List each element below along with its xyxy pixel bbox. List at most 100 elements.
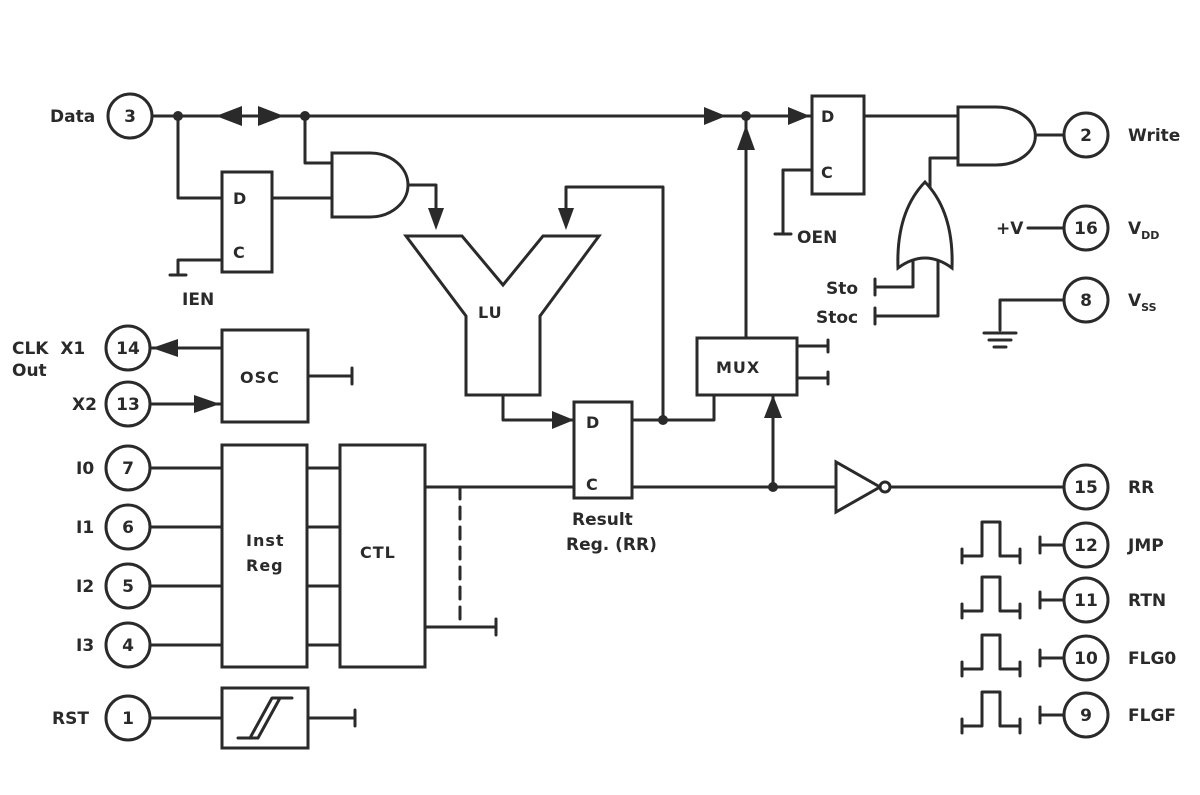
pin-7-number: 7: [122, 459, 134, 479]
pin-6-number: 6: [122, 518, 134, 538]
rr-ff-d: D: [586, 413, 600, 432]
pin-3-number: 3: [124, 107, 136, 127]
pulse-icon-rtn: [960, 575, 1022, 620]
ien-flip-flop: D C IEN: [182, 170, 274, 310]
pin-8-number: 8: [1080, 291, 1092, 311]
mux-label: MUX: [716, 358, 760, 377]
pin-7-label: I0: [76, 459, 94, 479]
sto-label: Sto: [826, 279, 858, 299]
pin-14-label: CLK X1: [12, 339, 85, 359]
pin-13-number: 13: [116, 395, 140, 415]
osc-label: OSC: [240, 368, 280, 387]
schmitt-trigger: [220, 686, 310, 750]
arrow-lu-to-rr: [552, 411, 574, 429]
pin-3-data: 3 Data: [50, 92, 154, 140]
pulse-icon-flgf: [960, 690, 1022, 735]
logic-unit: LU: [403, 234, 602, 397]
bidirectional-arrow-left: [216, 106, 242, 126]
pin-14-x1: 14 CLK X1 Out: [12, 324, 152, 381]
pin-16-label: VDD: [1128, 219, 1159, 242]
pin-14-label-out: Out: [12, 361, 47, 381]
pin-14-number: 14: [116, 339, 140, 359]
pulse-icons: [960, 520, 1022, 735]
pin-6-i1: 6 I1: [76, 503, 152, 551]
vdd-supply-label: +V: [996, 219, 1024, 239]
pin-15-number: 15: [1074, 478, 1098, 498]
oscillator: OSC: [220, 328, 310, 424]
pin-9-label: FLGF: [1128, 706, 1176, 726]
result-register: D C Result Reg. (RR): [566, 400, 657, 555]
rr-label-1: Result: [572, 510, 633, 530]
arrows: [152, 106, 810, 429]
pin-2-write: 2 Write: [1062, 111, 1180, 159]
pin-4-number: 4: [122, 636, 134, 656]
pin-13-x2: 13 X2: [72, 380, 152, 428]
oen-ff-c: C: [821, 163, 834, 182]
ien-ff-c: C: [233, 243, 246, 262]
pulse-icon-flg0: [960, 633, 1022, 678]
arrow-mux-up: [737, 125, 755, 150]
arrow-to-oen-ff: [788, 107, 810, 125]
pin-15-label: RR: [1128, 478, 1154, 498]
pin-5-label: I2: [76, 577, 94, 597]
pin-12-label: JMP: [1127, 536, 1164, 556]
pin-1-rst: 1 RST: [52, 694, 152, 742]
control-block: CTL: [338, 443, 427, 669]
pin-3-label: Data: [50, 107, 95, 127]
arrow-x2-to-osc: [194, 395, 220, 413]
pin-16-number: 16: [1074, 219, 1098, 239]
instruction-register: Inst Reg: [220, 443, 309, 669]
rr-ff-c: C: [586, 475, 599, 494]
pin-9-flgf: 9 FLGF: [1062, 691, 1176, 739]
pin-13-label: X2: [72, 395, 97, 415]
arrow-and-to-lu: [428, 208, 444, 230]
arrow-osc-to-x1: [152, 339, 178, 357]
pin-12-number: 12: [1074, 536, 1098, 556]
pin-2-number: 2: [1080, 126, 1092, 146]
oen-ff-d: D: [821, 107, 835, 126]
oen-flip-flop: D C OEN: [797, 94, 866, 248]
rr-output-buffer: [834, 459, 892, 515]
ctl-label: CTL: [360, 543, 396, 562]
stoc-label: Stoc: [816, 308, 858, 328]
arrow-rr-to-lu: [558, 208, 574, 230]
inst-reg-line2: Reg: [246, 556, 284, 575]
pin-5-i2: 5 I2: [76, 562, 152, 610]
and-gate-input: [330, 151, 410, 219]
pin-10-label: FLG0: [1128, 649, 1176, 669]
pin-1-label: RST: [52, 709, 89, 729]
ien-ff-d: D: [233, 189, 247, 208]
mux: MUX: [695, 336, 799, 397]
write-and-gate: [956, 105, 1037, 167]
pin-10-number: 10: [1074, 649, 1098, 669]
pin-1-number: 1: [122, 709, 134, 729]
junctions: [173, 111, 778, 492]
pin-5-number: 5: [122, 577, 134, 597]
pin-4-label: I3: [76, 636, 94, 656]
pin-7-i0: 7 I0: [76, 444, 152, 492]
pin-10-flg0: 10 FLG0: [1062, 634, 1176, 682]
ien-label: IEN: [182, 290, 214, 310]
pin-2-label: Write: [1128, 126, 1180, 146]
pin-15-rr: 15 RR: [1062, 463, 1154, 511]
arrow-rr-bus-to-mux: [764, 395, 782, 418]
or-gate: [896, 179, 954, 271]
pulse-icon-jmp: [960, 520, 1022, 565]
pin-4-i3: 4 I3: [76, 621, 152, 669]
pin-12-jmp: 12 JMP: [1062, 521, 1164, 569]
hysteresis-icon: [236, 696, 294, 740]
pin-11-number: 11: [1074, 591, 1098, 611]
bidirectional-arrow-right: [258, 106, 284, 126]
arrow-to-mux-junction: [704, 107, 726, 125]
lu-label: LU: [478, 303, 503, 322]
rr-label-2: Reg. (RR): [566, 535, 657, 555]
pin-11-label: RTN: [1128, 591, 1166, 611]
pin-8-label: VSS: [1128, 291, 1157, 314]
pin-16-vdd: 16 +V VDD: [996, 204, 1159, 252]
pin-6-label: I1: [76, 518, 94, 538]
pin-8-vss: 8 VSS: [1062, 276, 1157, 324]
oen-label: OEN: [797, 228, 837, 248]
pin-9-number: 9: [1080, 706, 1092, 726]
inst-reg-line1: Inst: [246, 531, 285, 550]
